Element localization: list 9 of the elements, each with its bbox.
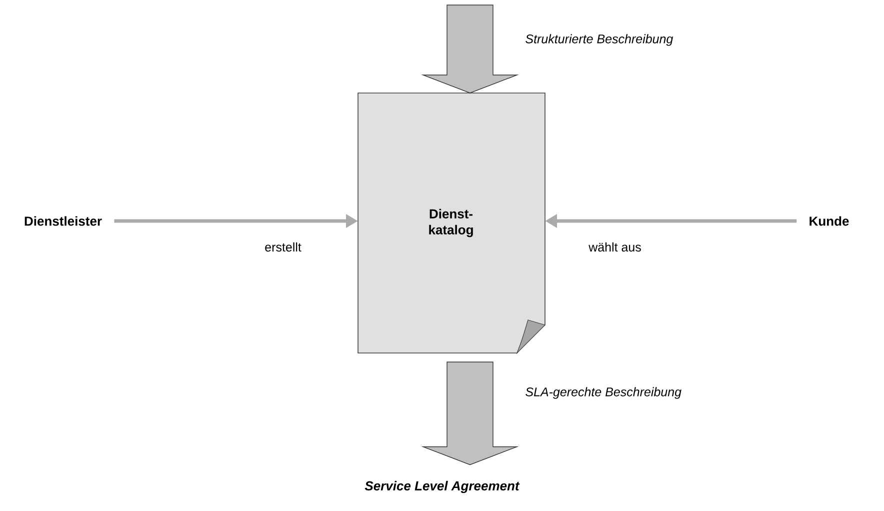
edge-label: wählt aus xyxy=(588,241,642,253)
block-arrow xyxy=(421,4,519,94)
node-label: Kunde xyxy=(810,216,849,226)
edge-label: Strukturierte Beschreibung xyxy=(524,33,674,47)
edge-label: erstellt xyxy=(264,241,302,253)
block-arrow xyxy=(421,362,519,466)
node-label: Dienstleister xyxy=(24,216,102,226)
node-label: Service Level Agreement xyxy=(364,480,520,494)
edge-label: SLA-gerechte Beschreibung xyxy=(524,386,683,400)
